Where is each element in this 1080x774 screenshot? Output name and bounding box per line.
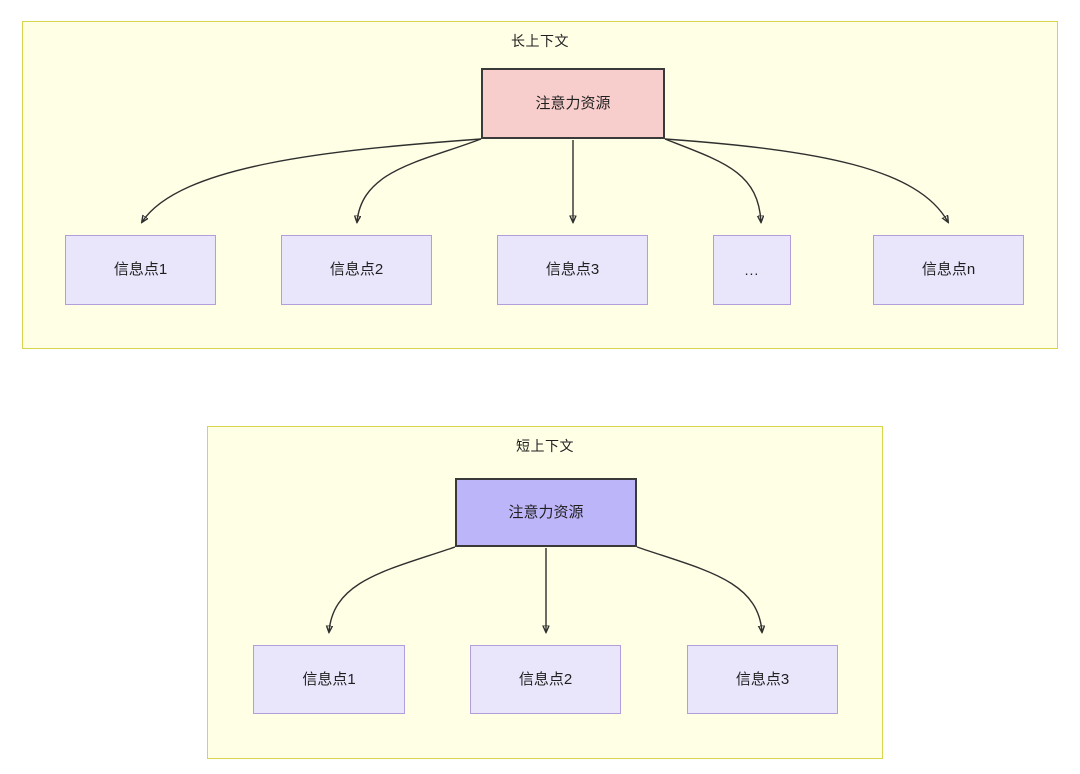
node-info-point-1-short[interactable]: 信息点1 [253,645,405,714]
node-label: 注意力资源 [508,503,584,521]
node-label: 信息点2 [329,261,384,278]
node-label: 信息点3 [735,670,790,688]
node-label: 信息点3 [545,261,600,278]
node-label: 信息点1 [302,670,356,688]
node-label: 信息点n [921,261,976,278]
node-label: ... [744,261,760,278]
panel-short-context-title: 短上下文 [516,438,574,454]
node-attention-resource-short[interactable]: 注意力资源 [455,478,637,547]
node-attention-resource-long[interactable]: 注意力资源 [481,68,665,139]
node-info-point-ellipsis-long[interactable]: ... [713,235,791,305]
node-info-point-3-short[interactable]: 信息点3 [687,645,838,714]
node-info-point-1-long[interactable]: 信息点1 [65,235,216,305]
panel-long-context-title: 长上下文 [511,33,569,49]
node-info-point-n-long[interactable]: 信息点n [873,235,1024,305]
node-label: 注意力资源 [535,94,611,112]
node-info-point-2-short[interactable]: 信息点2 [470,645,621,714]
node-label: 信息点1 [113,261,168,278]
node-info-point-2-long[interactable]: 信息点2 [281,235,432,305]
node-label: 信息点2 [518,670,573,688]
node-info-point-3-long[interactable]: 信息点3 [497,235,648,305]
